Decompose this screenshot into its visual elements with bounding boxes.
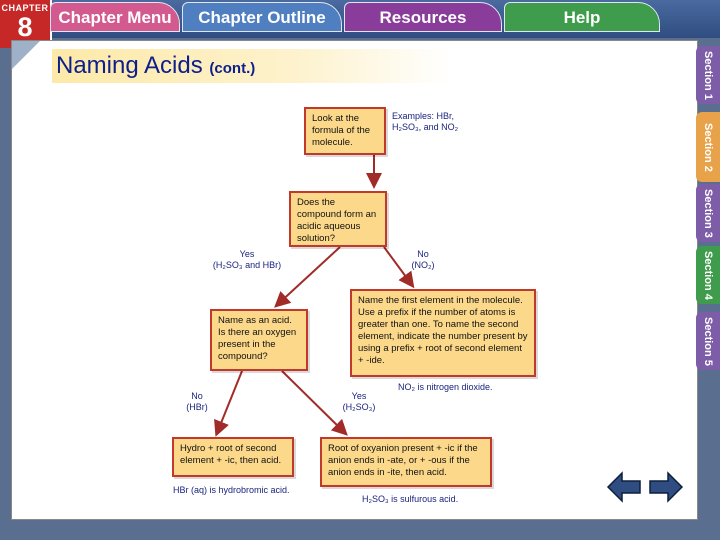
section-tab-3[interactable]: Section 3	[696, 184, 720, 242]
flow-box-start: Look at the formula of the molecule.	[304, 107, 386, 155]
no-label-group: No (NO₂)	[398, 249, 448, 271]
tab-chapter-menu[interactable]: Chapter Menu	[50, 2, 180, 32]
arrow-no-oxygen	[214, 370, 243, 437]
flow-box-acid: Name as an acid. Is there an oxygen pres…	[210, 309, 308, 371]
arrow-yes	[274, 246, 341, 308]
chapter-label: CHAPTER	[1, 3, 49, 13]
flow-box-hydro: Hydro + root of second element + -ic, th…	[172, 437, 294, 477]
next-arrow-icon[interactable]	[648, 470, 684, 504]
no2-sub: (HBr)	[186, 402, 208, 412]
section-tab-1[interactable]: Section 1	[696, 46, 720, 104]
oxyanion-caption: H₂SO₃ is sulfurous acid.	[362, 494, 459, 504]
yes2-label: Yes	[351, 391, 367, 401]
tab-resources[interactable]: Resources	[344, 2, 502, 32]
examples-note: Examples: HBr, H₂SO₃, and NO₂	[392, 111, 459, 132]
tab-help[interactable]: Help	[504, 2, 660, 32]
no2-label-group: No (HBr)	[177, 391, 217, 413]
flow-box-oxyanion: Root of oxyanion present + -ic if the an…	[320, 437, 492, 487]
section-tab-4[interactable]: Section 4	[696, 246, 720, 304]
no-label: No	[417, 249, 429, 259]
yes-label: Yes	[239, 249, 255, 259]
yes-sub: (H₂SO₃ and HBr)	[212, 260, 282, 270]
yes-label-group: Yes (H₂SO₃ and HBr)	[207, 249, 287, 271]
no2-label: No	[191, 391, 203, 401]
slide-title: Naming Acids (cont.)	[56, 52, 255, 80]
page-corner	[12, 41, 40, 69]
slide-title-suffix: (cont.)	[209, 60, 256, 77]
yes2-label-group: Yes (H₂SO₃)	[334, 391, 384, 413]
flow-box-molecule: Name the first element in the molecule. …	[350, 289, 536, 377]
slide-title-text: Naming Acids	[56, 52, 203, 79]
flow-box-question: Does the compound form an acidic aqueous…	[289, 191, 387, 247]
flowchart-arrows	[214, 155, 415, 437]
arrow-yes-oxygen	[281, 370, 348, 436]
yes2-sub: (H₂SO₃)	[342, 402, 376, 412]
no-sub: (NO₂)	[411, 260, 435, 270]
title-highlight	[52, 49, 452, 83]
tab-chapter-outline[interactable]: Chapter Outline	[182, 2, 342, 32]
previous-arrow-icon[interactable]	[606, 470, 642, 504]
molecule-caption: NO₂ is nitrogen dioxide.	[398, 382, 493, 392]
chapter-number: 8	[17, 12, 33, 42]
hydro-caption: HBr (aq) is hydrobromic acid.	[173, 485, 290, 495]
slide-content: Naming Acids (cont.) Look at the formula…	[11, 40, 698, 520]
section-tab-2[interactable]: Section 2	[696, 112, 720, 182]
section-tab-5[interactable]: Section 5	[696, 312, 720, 370]
arrow-no	[383, 246, 415, 289]
